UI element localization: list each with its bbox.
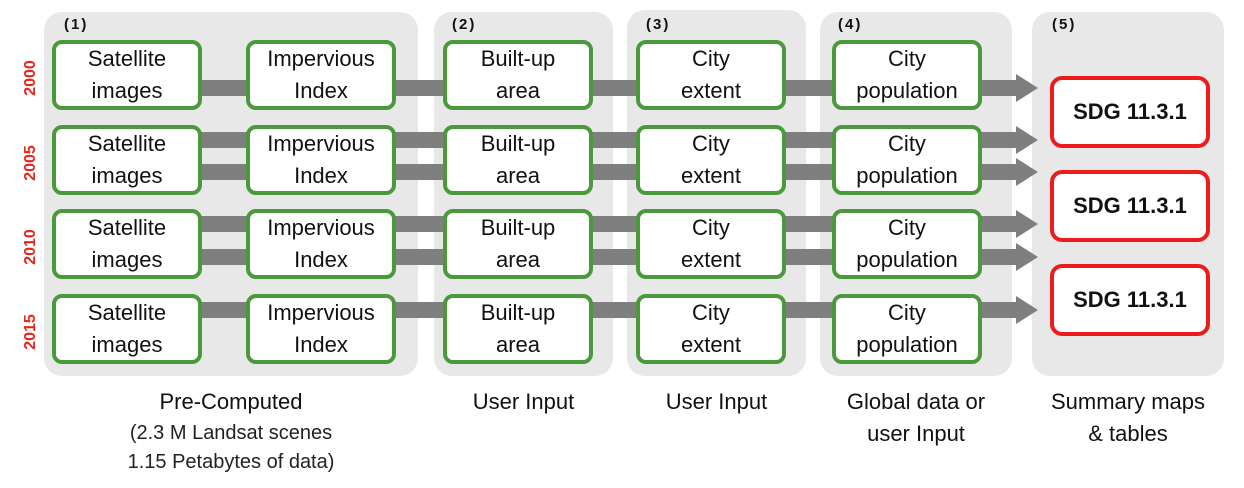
box-label-line: images [91, 78, 163, 103]
flow-arrow-shaft [200, 132, 1016, 148]
box-label-line: Impervious [267, 46, 375, 71]
flow-arrow-head [1016, 126, 1038, 154]
caption-user-input-2: User Input [472, 389, 575, 414]
box-satellite-row-1: Satellite images [52, 40, 202, 110]
box-label-line: Impervious [267, 300, 375, 325]
box-label-line: City [888, 131, 926, 156]
box-label-line: Satellite [87, 46, 167, 71]
box-label-line: extent [681, 78, 741, 103]
stage-number-2: (2) [452, 16, 477, 33]
box-builtup-row-2: Built-up area [443, 125, 593, 195]
box-population-row-3: City population [832, 209, 982, 279]
box-label-line: images [91, 247, 163, 272]
sdg-box-2: SDG 11.3.1 [1050, 170, 1210, 242]
box-label-line: Index [294, 332, 348, 357]
caption-summary-line-1: Summary maps [1050, 389, 1206, 414]
year-label-2000: 2000 [22, 60, 39, 96]
caption-global-data-line-1: Global data or [846, 389, 986, 414]
stage-number-3: (3) [646, 16, 671, 33]
sdg-box-3: SDG 11.3.1 [1050, 264, 1210, 336]
box-label-line: Satellite [87, 300, 167, 325]
box-extent-row-3: City extent [636, 209, 786, 279]
caption-precomputed-sub-1: (2.3 M Landsat scenes [129, 422, 333, 444]
caption-global-data-line-2: user Input [867, 421, 965, 446]
box-label-line: population [856, 247, 958, 272]
stage-number-1: (1) [64, 16, 89, 33]
box-label-line: population [856, 332, 958, 357]
box-label-line: area [495, 247, 541, 272]
box-label-line: Satellite [87, 131, 167, 156]
box-label-line: Satellite [87, 215, 167, 240]
flow-arrow-shaft [200, 302, 1016, 318]
year-label-2010: 2010 [22, 229, 39, 265]
flow-arrow-head [1016, 210, 1038, 238]
box-satellite-row-2: Satellite images [52, 125, 202, 195]
box-builtup-row-1: Built-up area [443, 40, 593, 110]
box-label-line: area [495, 78, 541, 103]
box-label-line: City [692, 131, 730, 156]
flow-arrow-head [1016, 243, 1038, 271]
box-label-line: Built-up [480, 300, 556, 325]
box-extent-row-1: City extent [636, 40, 786, 110]
caption-summary-line-2: & tables [1088, 421, 1168, 446]
box-label-line: Built-up [480, 215, 556, 240]
box-label-line: City [888, 215, 926, 240]
flow-arrow-shaft [200, 216, 1016, 232]
box-label-line: images [91, 163, 163, 188]
caption-precomputed: Pre-Computed [159, 389, 303, 414]
box-label-line: Impervious [267, 215, 375, 240]
box-label-line: population [856, 163, 958, 188]
box-satellite-row-3: Satellite images [52, 209, 202, 279]
box-label-line: City [692, 46, 730, 71]
box-label-line: Index [294, 163, 348, 188]
box-label-line: Built-up [480, 46, 556, 71]
box-label-line: Impervious [267, 131, 375, 156]
box-label-line: City [692, 300, 730, 325]
box-builtup-row-3: Built-up area [443, 209, 593, 279]
flow-arrow-shaft [200, 80, 1016, 96]
stage-number-4: (4) [838, 16, 863, 33]
box-label-line: Index [294, 78, 348, 103]
box-population-row-2: City population [832, 125, 982, 195]
flow-arrow-head [1016, 158, 1038, 186]
box-label-line: City [692, 215, 730, 240]
box-label-line: area [495, 163, 541, 188]
caption-precomputed-sub-2: 1.15 Petabytes of data) [127, 451, 335, 473]
box-label-line: City [888, 46, 926, 71]
box-label-line: population [856, 78, 958, 103]
box-extent-row-2: City extent [636, 125, 786, 195]
year-label-2005: 2005 [22, 145, 39, 181]
stage-number-5: (5) [1052, 16, 1077, 33]
flow-arrow-shaft [200, 249, 1016, 265]
box-label-line: extent [681, 247, 741, 272]
box-label-line: Index [294, 247, 348, 272]
flow-arrow-shaft [200, 164, 1016, 180]
box-satellite-row-4: Satellite images [52, 294, 202, 364]
box-label-line: City [888, 300, 926, 325]
box-label-line: area [495, 332, 541, 357]
box-label-line: images [91, 332, 163, 357]
year-label-2015: 2015 [22, 314, 39, 350]
box-builtup-row-4: Built-up area [443, 294, 593, 364]
box-label-line: extent [681, 163, 741, 188]
flow-arrow-head [1016, 74, 1038, 102]
caption-user-input-3: User Input [665, 389, 768, 414]
box-extent-row-4: City extent [636, 294, 786, 364]
box-label-line: Built-up [480, 131, 556, 156]
box-population-row-4: City population [832, 294, 982, 364]
flow-arrow-head [1016, 296, 1038, 324]
sdg-box-1: SDG 11.3.1 [1050, 76, 1210, 148]
box-label-line: extent [681, 332, 741, 357]
box-population-row-1: City population [832, 40, 982, 110]
